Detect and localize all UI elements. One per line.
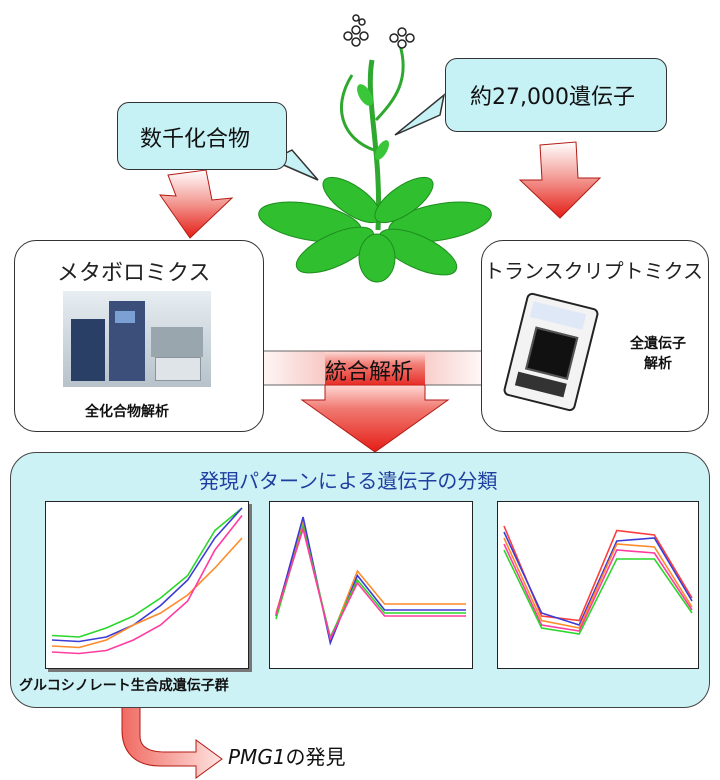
- transcriptomics-caption-1: 全遺伝子: [630, 336, 686, 352]
- series-line-3: [503, 537, 693, 629]
- expression-pattern-panel: 発現パターンによる遺伝子の分類 グルコシノレート生合成遺伝子群: [10, 452, 710, 708]
- mass-spectrometer-image: [63, 291, 211, 387]
- discovery-text: PMG1の発見: [228, 741, 346, 770]
- genes-bubble: 約27,000遺伝子: [445, 58, 667, 132]
- discovery-gene: PMG1: [228, 745, 286, 769]
- cluster-chart-2-plot: [275, 516, 466, 646]
- integration-label: 統合解析: [325, 360, 414, 385]
- series-line-4: [275, 526, 466, 641]
- compounds-bubble: 数千化合物: [117, 102, 287, 170]
- arrow-down-right: [518, 141, 602, 219]
- series-line-2: [51, 507, 243, 643]
- series-line-2: [275, 516, 466, 646]
- genes-bubble-text: 約27,000遺伝子: [470, 85, 635, 110]
- transcriptomics-caption-2: 解析: [644, 356, 672, 372]
- series-line-1: [51, 507, 243, 638]
- integration-arrow: [300, 384, 450, 453]
- series-line-4: [51, 515, 243, 655]
- series-line-4: [503, 543, 693, 632]
- gene-chip-image: [502, 291, 600, 413]
- transcriptomics-title: トランスクリプトミクス: [484, 259, 703, 283]
- series-line-2: [503, 531, 693, 626]
- cluster-chart-3: [497, 501, 699, 669]
- discovery-suffix: の発見: [285, 745, 346, 769]
- transcriptomics-box: トランスクリプトミクス 全遺伝子 解析: [481, 240, 709, 432]
- cluster-chart-2: [269, 501, 473, 669]
- discovery-arrow: [121, 703, 223, 779]
- series-line-3: [51, 537, 243, 649]
- cluster-chart-1-plot: [51, 507, 243, 655]
- cluster-chart-1: [45, 501, 249, 669]
- panel-title: 発現パターンによる遺伝子の分類: [199, 469, 498, 493]
- metabolomics-caption: 全化合物解析: [85, 404, 169, 420]
- metabolomics-title: メタボロミクス: [57, 261, 211, 286]
- series-line-3: [275, 522, 466, 640]
- plant-illustration: [258, 14, 492, 283]
- series-line-1: [275, 519, 466, 643]
- arrow-down-left: [158, 169, 234, 239]
- cluster-label: グルコシノレート生合成遺伝子群: [19, 678, 229, 694]
- metabolomics-box: メタボロミクス 全化合物解析: [14, 240, 264, 432]
- compounds-bubble-text: 数千化合物: [140, 127, 251, 152]
- cluster-chart-3-plot: [503, 525, 693, 635]
- series-line-5: [503, 549, 693, 635]
